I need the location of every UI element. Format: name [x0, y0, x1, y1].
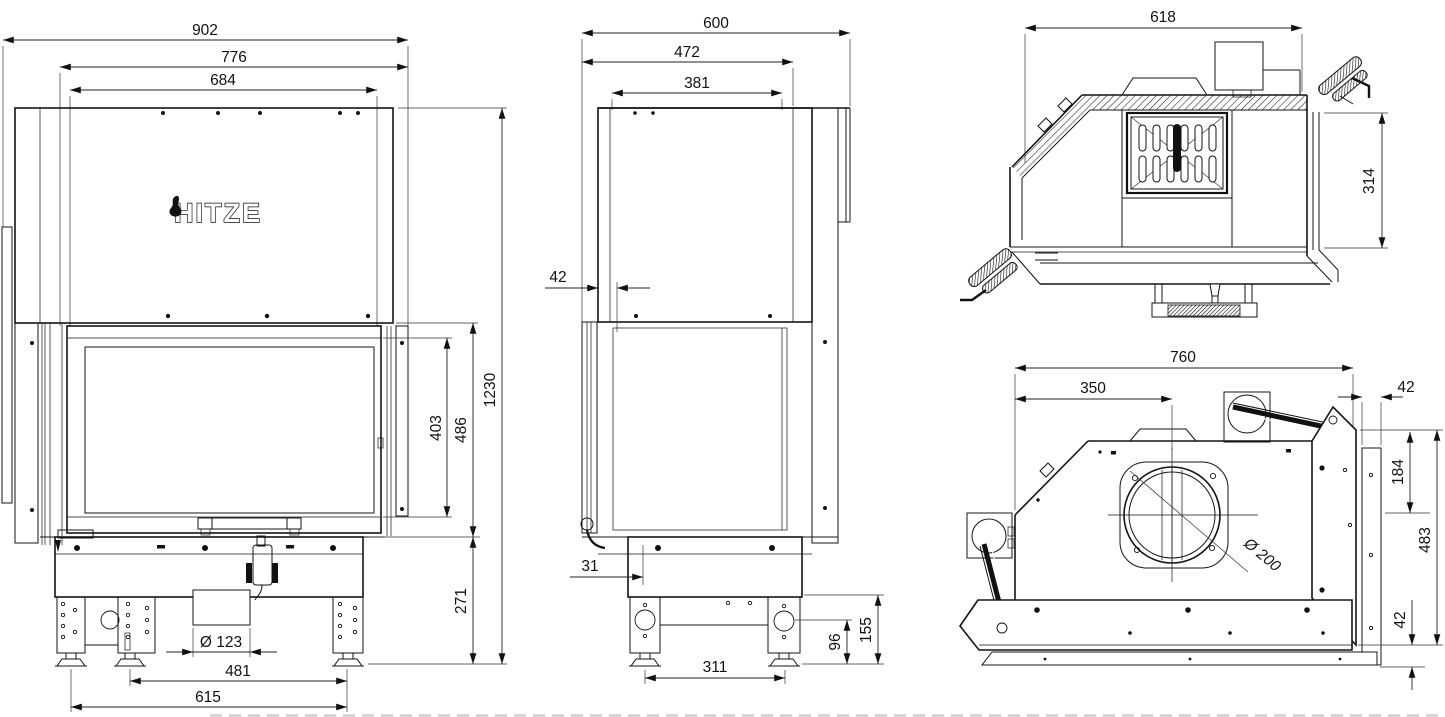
side-view-top-dimensions: 600 472 381	[581, 15, 851, 326]
top-hinge-left	[960, 248, 1058, 302]
rear-flue-offset-dim: 350	[1080, 380, 1106, 397]
rear-view-top-dimensions: 760 350 42	[1014, 349, 1415, 510]
front-view-top-dimensions: 902 776 684	[2, 22, 409, 326]
front-foot-hole-diameter-dim: Ø 123	[200, 634, 242, 651]
top-body	[1009, 41, 1307, 247]
door-latch	[377, 437, 384, 449]
side-casing	[597, 107, 851, 544]
side-feet-span-dim: 311	[703, 659, 728, 676]
front-view: 902 776 684 HITZE	[1, 22, 507, 712]
latch-tab	[1037, 117, 1053, 133]
damper-actuator	[252, 544, 273, 586]
top-grate	[1125, 111, 1229, 195]
front-overall-height-dim: 1230	[482, 372, 499, 407]
junction-box	[1214, 41, 1264, 91]
bracket-hole	[100, 610, 120, 630]
air-intake-grille	[211, 517, 288, 530]
adjustable-feet	[55, 652, 364, 667]
front-side-trims	[1, 226, 409, 552]
rear-view: 760 350 42	[959, 349, 1443, 690]
grate-slots	[1138, 124, 1217, 183]
side-glass-offset-dim: 42	[549, 269, 566, 286]
side-base	[582, 536, 838, 667]
side-opening-depth-dim: 381	[684, 75, 710, 92]
front-feet-span-inner-dim: 481	[225, 663, 251, 680]
front-view-right-dimensions: 403 486 1230 271	[368, 107, 507, 665]
top-glass-width-dim: 314	[1361, 168, 1378, 194]
flame-icon	[169, 195, 182, 217]
front-casing	[14, 107, 394, 324]
latch-tab	[1039, 462, 1055, 478]
latch-tab	[1057, 97, 1073, 113]
side-overall-depth-dim: 600	[703, 15, 729, 32]
front-view-bottom-dimensions: Ø 123 481 615	[70, 628, 348, 712]
side-casing-depth-dim: 472	[674, 44, 700, 61]
side-door	[580, 321, 788, 550]
side-view: 600 472 381 42	[545, 15, 884, 684]
glass-pane	[84, 346, 375, 514]
top-hinge-right	[1318, 56, 1371, 105]
base-center-plate	[192, 589, 251, 626]
rear-flue-diameter-dim: Ø 200	[1240, 534, 1284, 575]
side-hole-height-dim: 96	[827, 633, 844, 650]
top-view-dimensions: 618 314	[1024, 9, 1388, 249]
rear-plinth	[959, 599, 1378, 666]
rear-pentagon-plate	[1311, 405, 1382, 666]
top-body-width-dim: 618	[1150, 9, 1176, 26]
rear-body	[1014, 428, 1320, 600]
rear-view-right-dimensions: 184 483 42	[1358, 429, 1443, 690]
top-view: 618 314	[960, 9, 1388, 318]
leg-holes	[60, 601, 358, 640]
front-grille-actuator	[197, 517, 302, 601]
rear-side-strip-width-dim: 42	[1397, 379, 1414, 396]
front-glass-height-dim: 403	[428, 415, 445, 441]
front-casing-width-dim: 776	[221, 49, 247, 66]
bottom-grille	[1167, 304, 1241, 317]
rear-flue: Ø 200	[1108, 448, 1284, 582]
side-lever-offset-dim: 31	[581, 558, 598, 575]
front-door-glass	[66, 325, 384, 534]
top-front-frame	[1010, 95, 1339, 318]
rear-body-height-dim: 483	[1417, 527, 1434, 553]
side-view-bottom-dimensions: 31 311 96 155	[570, 545, 884, 684]
front-base	[40, 536, 385, 667]
side-glass-offset-dimension: 42	[545, 269, 650, 332]
front-opening-width-dim: 684	[210, 72, 236, 89]
front-door-height-dim: 486	[453, 417, 470, 443]
rear-bottom-strip-height-dim: 42	[1392, 611, 1409, 628]
hitze-logo: HITZE	[169, 195, 262, 229]
rear-flue-top-offset-dim: 184	[1390, 459, 1407, 485]
front-base-height-dim: 271	[453, 588, 470, 614]
front-overall-width-dim: 902	[192, 22, 218, 39]
rear-overall-width-dim: 760	[1170, 349, 1196, 366]
brand-text: HITZE	[174, 198, 262, 228]
side-base-height-dim: 155	[858, 617, 875, 643]
flue-dome	[1121, 77, 1208, 96]
front-feet-span-outer-dim: 615	[195, 689, 221, 706]
